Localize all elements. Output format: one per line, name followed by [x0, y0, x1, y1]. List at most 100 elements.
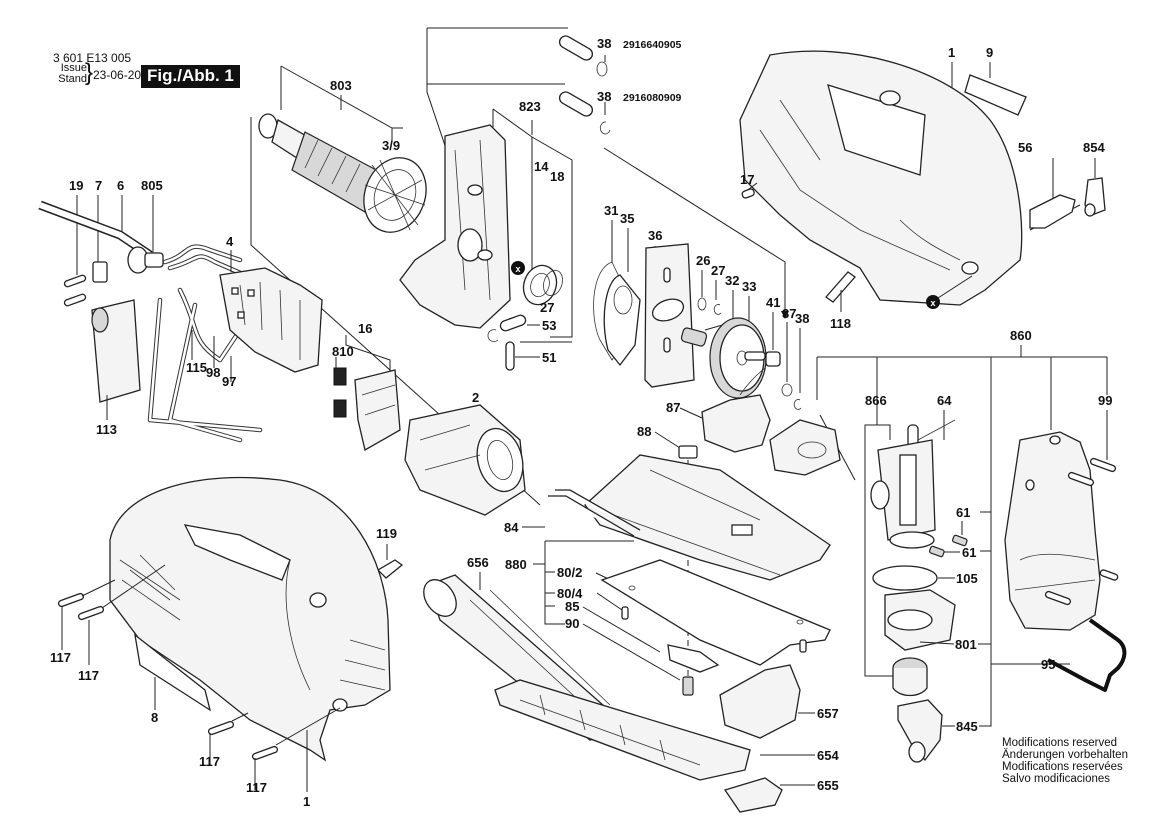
- part-19-screws: [63, 274, 87, 307]
- part-105-ring: [872, 565, 938, 591]
- notice-es: Salvo modificaciones: [1002, 773, 1111, 785]
- callout-98: 98: [206, 365, 220, 380]
- part-113-electronics: [91, 299, 141, 403]
- callout-803: 803: [330, 78, 352, 93]
- callout-26: 26: [696, 253, 710, 268]
- callout-3-9: 3/9: [382, 138, 400, 153]
- part-823-gear-housing: [399, 124, 511, 329]
- issue-date: 23-06-20: [93, 68, 142, 82]
- callout-17: 17: [740, 172, 754, 187]
- callout-657: 657: [817, 706, 839, 721]
- part-654-base-cover: [494, 679, 751, 781]
- part-61-spring-upper: [952, 534, 968, 547]
- callout-117-c: 117: [199, 754, 220, 769]
- part-7-cord-clip: [92, 261, 108, 283]
- callout-38-upper: 38: [597, 36, 611, 51]
- callout-64: 64: [937, 393, 952, 408]
- callout-117-b: 117: [78, 668, 99, 683]
- part-17-pin: [741, 188, 755, 199]
- part-6-power-cord: [38, 200, 153, 259]
- callout-115: 115: [186, 360, 207, 375]
- issue-label-line1: Issue: [60, 62, 87, 74]
- part-53-bushing: [499, 314, 527, 332]
- part-9-label: [964, 74, 1027, 116]
- issue-brace: }: [85, 59, 94, 86]
- part-32-pinion: [680, 327, 708, 347]
- callout-90: 90: [565, 616, 579, 631]
- callout-8: 8: [151, 710, 158, 725]
- part-38-clip: [599, 121, 611, 135]
- part-84-hex-key: [548, 489, 641, 537]
- callout-118: 118: [830, 316, 851, 331]
- callout-35: 35: [620, 211, 634, 226]
- figure-badge: Fig./Abb. 1: [141, 65, 240, 88]
- svg-text:x: x: [515, 264, 520, 274]
- callout-53: 53: [542, 318, 556, 333]
- callout-37: 37: [782, 306, 796, 321]
- part-87-guide: [701, 367, 771, 453]
- part-8-nameplate: [134, 633, 212, 712]
- callout-84: 84: [504, 520, 519, 535]
- part-26-washer: [697, 297, 707, 311]
- part-pendulum-roller: [870, 480, 890, 510]
- part-860-front-cover: [1004, 431, 1101, 631]
- part-805-cord-protector: [127, 246, 164, 274]
- callout-99: 99: [1098, 393, 1112, 408]
- part-866-roller-block: [892, 657, 928, 697]
- bracket-823: [492, 108, 573, 343]
- callout-105: 105: [956, 571, 978, 586]
- callout-2: 2: [472, 390, 479, 405]
- bracket-880: [533, 540, 634, 625]
- callout-97: 97: [222, 374, 236, 389]
- x-marker-right: x: [926, 295, 940, 309]
- callout-805: 805: [141, 178, 163, 193]
- callout-845: 845: [956, 719, 978, 734]
- modifications-notice: Modifications reserved Änderungen vorbeh…: [1002, 737, 1128, 785]
- callout-88: 88: [637, 424, 651, 439]
- callout-19: 19: [69, 178, 83, 193]
- callout-119: 119: [376, 526, 397, 541]
- notice-fr: Modifications reservées: [1002, 761, 1123, 773]
- callout-880: 880: [505, 557, 527, 572]
- part-27-ring: [713, 304, 722, 315]
- part-117-screws: [57, 592, 279, 761]
- part-18-ring: [543, 270, 563, 296]
- callout-27-gear: 27: [711, 263, 725, 278]
- part-36-plate: [644, 243, 695, 388]
- part-number-upper: 2916640905: [623, 39, 682, 51]
- svg-text:x: x: [930, 298, 935, 308]
- callout-87: 87: [666, 400, 680, 415]
- callout-18: 18: [550, 169, 564, 184]
- callout-866: 866: [865, 393, 887, 408]
- part-38-gear-ring: [793, 399, 802, 410]
- callout-51: 51: [542, 350, 556, 365]
- part-810-brush-upper: [333, 367, 347, 386]
- callout-823: 823: [519, 99, 541, 114]
- callout-654: 654: [817, 748, 839, 763]
- part-854-lever: [1084, 177, 1106, 217]
- part-38-pin-lower: [558, 91, 594, 117]
- notice-en: Modifications reserved: [1002, 737, 1118, 749]
- callout-38-lower: 38: [597, 89, 611, 104]
- document-number: 3 601 E13 005: [53, 51, 132, 65]
- callout-117-d: 117: [246, 780, 267, 795]
- part-33-gear: [709, 317, 767, 399]
- part-80-4-screws: [621, 606, 807, 653]
- part-845-roller-guide: [897, 699, 943, 763]
- part-16-brush-holder: [354, 369, 401, 451]
- callout-85: 85: [565, 599, 579, 614]
- bracket-860: [816, 345, 1108, 727]
- callout-117-a: 117: [50, 650, 71, 665]
- part-56-lever: [1029, 194, 1076, 229]
- part-1-housing-half: [739, 50, 1023, 306]
- part-4-switch: [219, 267, 323, 373]
- callout-32: 32: [725, 273, 739, 288]
- part-803-armature: [258, 113, 427, 233]
- callout-38-gear: 38: [795, 311, 809, 326]
- part-866-stroke-rod: [877, 439, 936, 549]
- part-801-guide: [884, 589, 956, 651]
- issue-label: Issue Stand: [53, 63, 87, 85]
- notice-de: Änderungen vorbehalten: [1002, 749, 1128, 761]
- part-guide-right: [769, 419, 841, 476]
